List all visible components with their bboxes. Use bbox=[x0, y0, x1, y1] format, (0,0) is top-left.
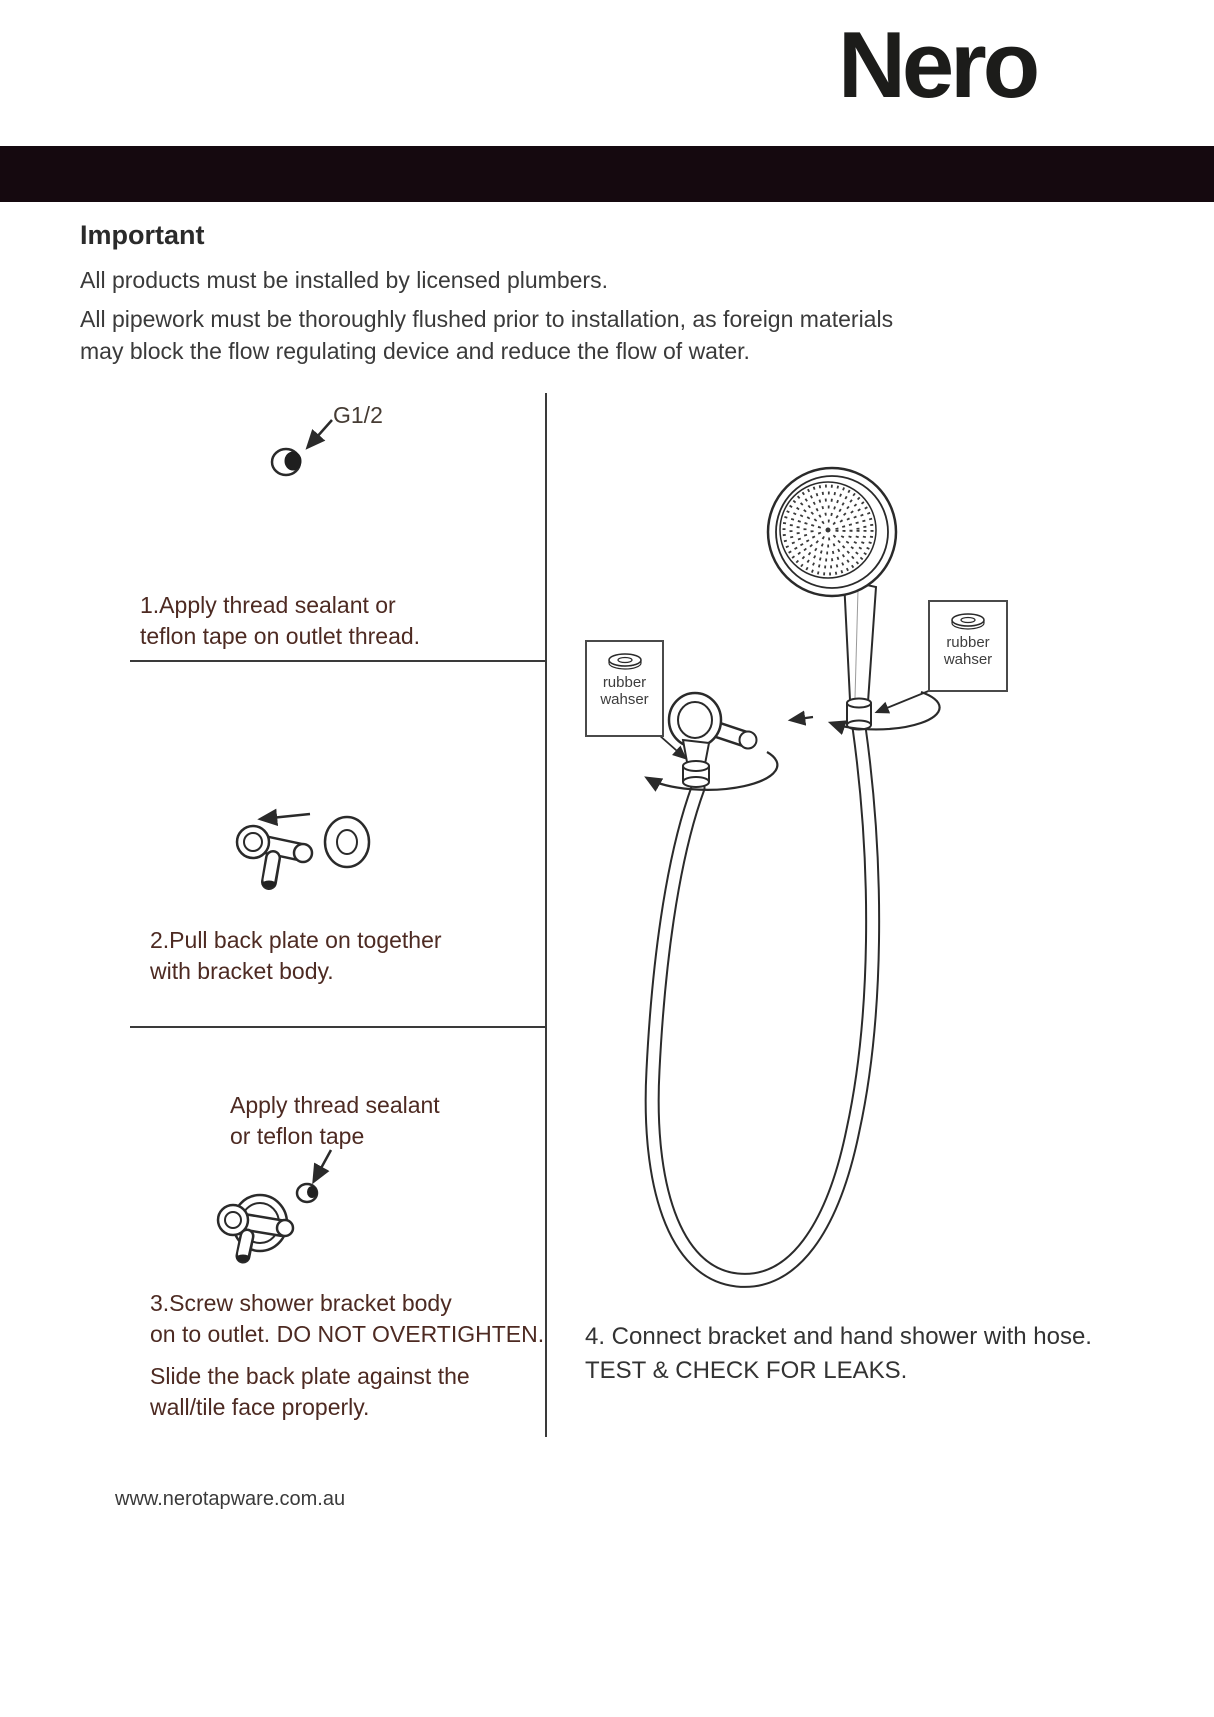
rubber-washer-label-line-1: rubber bbox=[602, 674, 647, 691]
g12-label: G1/2 bbox=[333, 402, 383, 428]
step-2-line-1: 2.Pull back plate on together bbox=[150, 927, 442, 953]
bracket-install-diagram bbox=[216, 1149, 333, 1264]
step-1-line-1: 1.Apply thread sealant or bbox=[140, 592, 396, 618]
footer-url: www.nerotapware.com.au bbox=[115, 1488, 346, 1510]
washer-icon bbox=[607, 653, 642, 670]
step-3-line-4: wall/tile face properly. bbox=[150, 1394, 370, 1421]
hand-shower-diagram bbox=[644, 466, 941, 1288]
step-3-text: 3.Screw shower bracket body on to outlet… bbox=[150, 1288, 544, 1423]
section-divider-1 bbox=[130, 660, 545, 662]
step-3-line-2: on to outlet. DO NOT OVERTIGHTEN. bbox=[150, 1321, 545, 1348]
rubber-washer-label-line-2: wahser bbox=[600, 691, 649, 709]
important-heading: Important bbox=[80, 220, 205, 250]
bracket-backplate-diagram bbox=[235, 808, 371, 890]
step-3-line-1: 3.Screw shower bracket body bbox=[150, 1290, 452, 1316]
section-divider-2 bbox=[130, 1026, 545, 1028]
intro-line-2a: All pipework must be thoroughly flushed … bbox=[80, 306, 894, 332]
step-1-line-2: teflon tape on outlet thread. bbox=[140, 623, 421, 650]
rubber-washer-label-line-1: rubber bbox=[946, 634, 990, 651]
column-divider bbox=[545, 393, 547, 1437]
header-bar bbox=[0, 146, 1214, 202]
rubber-washer-callout-left: rubber wahser bbox=[585, 640, 664, 737]
rubber-washer-callout-right: rubber wahser bbox=[928, 600, 1008, 692]
intro-line-2b: may block the flow regulating device and… bbox=[80, 338, 750, 365]
rubber-washer-label-line-2: wahser bbox=[943, 651, 993, 669]
sealant-label-line-1: Apply thread sealant bbox=[230, 1092, 440, 1118]
step-1-text: 1.Apply thread sealant or teflon tape on… bbox=[140, 590, 420, 652]
nero-logo: Nero bbox=[838, 12, 1040, 117]
g12-fitting-diagram bbox=[270, 419, 333, 477]
step-2-text: 2.Pull back plate on together with brack… bbox=[150, 925, 442, 987]
step-3-line-3: Slide the back plate against the bbox=[150, 1363, 470, 1390]
intro-paragraph-2: All pipework must be thoroughly flushed … bbox=[80, 303, 893, 367]
step-4-text: 4. Connect bracket and hand shower with … bbox=[585, 1320, 1092, 1387]
intro-line-1: All products must be installed by licens… bbox=[80, 267, 608, 293]
washer-icon bbox=[951, 613, 985, 630]
sealant-callout-label: Apply thread sealant or teflon tape bbox=[230, 1090, 440, 1152]
sealant-label-line-2: or teflon tape bbox=[230, 1123, 365, 1150]
step-4-line-1: 4. Connect bracket and hand shower with … bbox=[585, 1323, 1092, 1350]
step-4-line-2: TEST & CHECK FOR LEAKS. bbox=[585, 1356, 908, 1384]
step-2-line-2: with bracket body. bbox=[150, 958, 334, 985]
